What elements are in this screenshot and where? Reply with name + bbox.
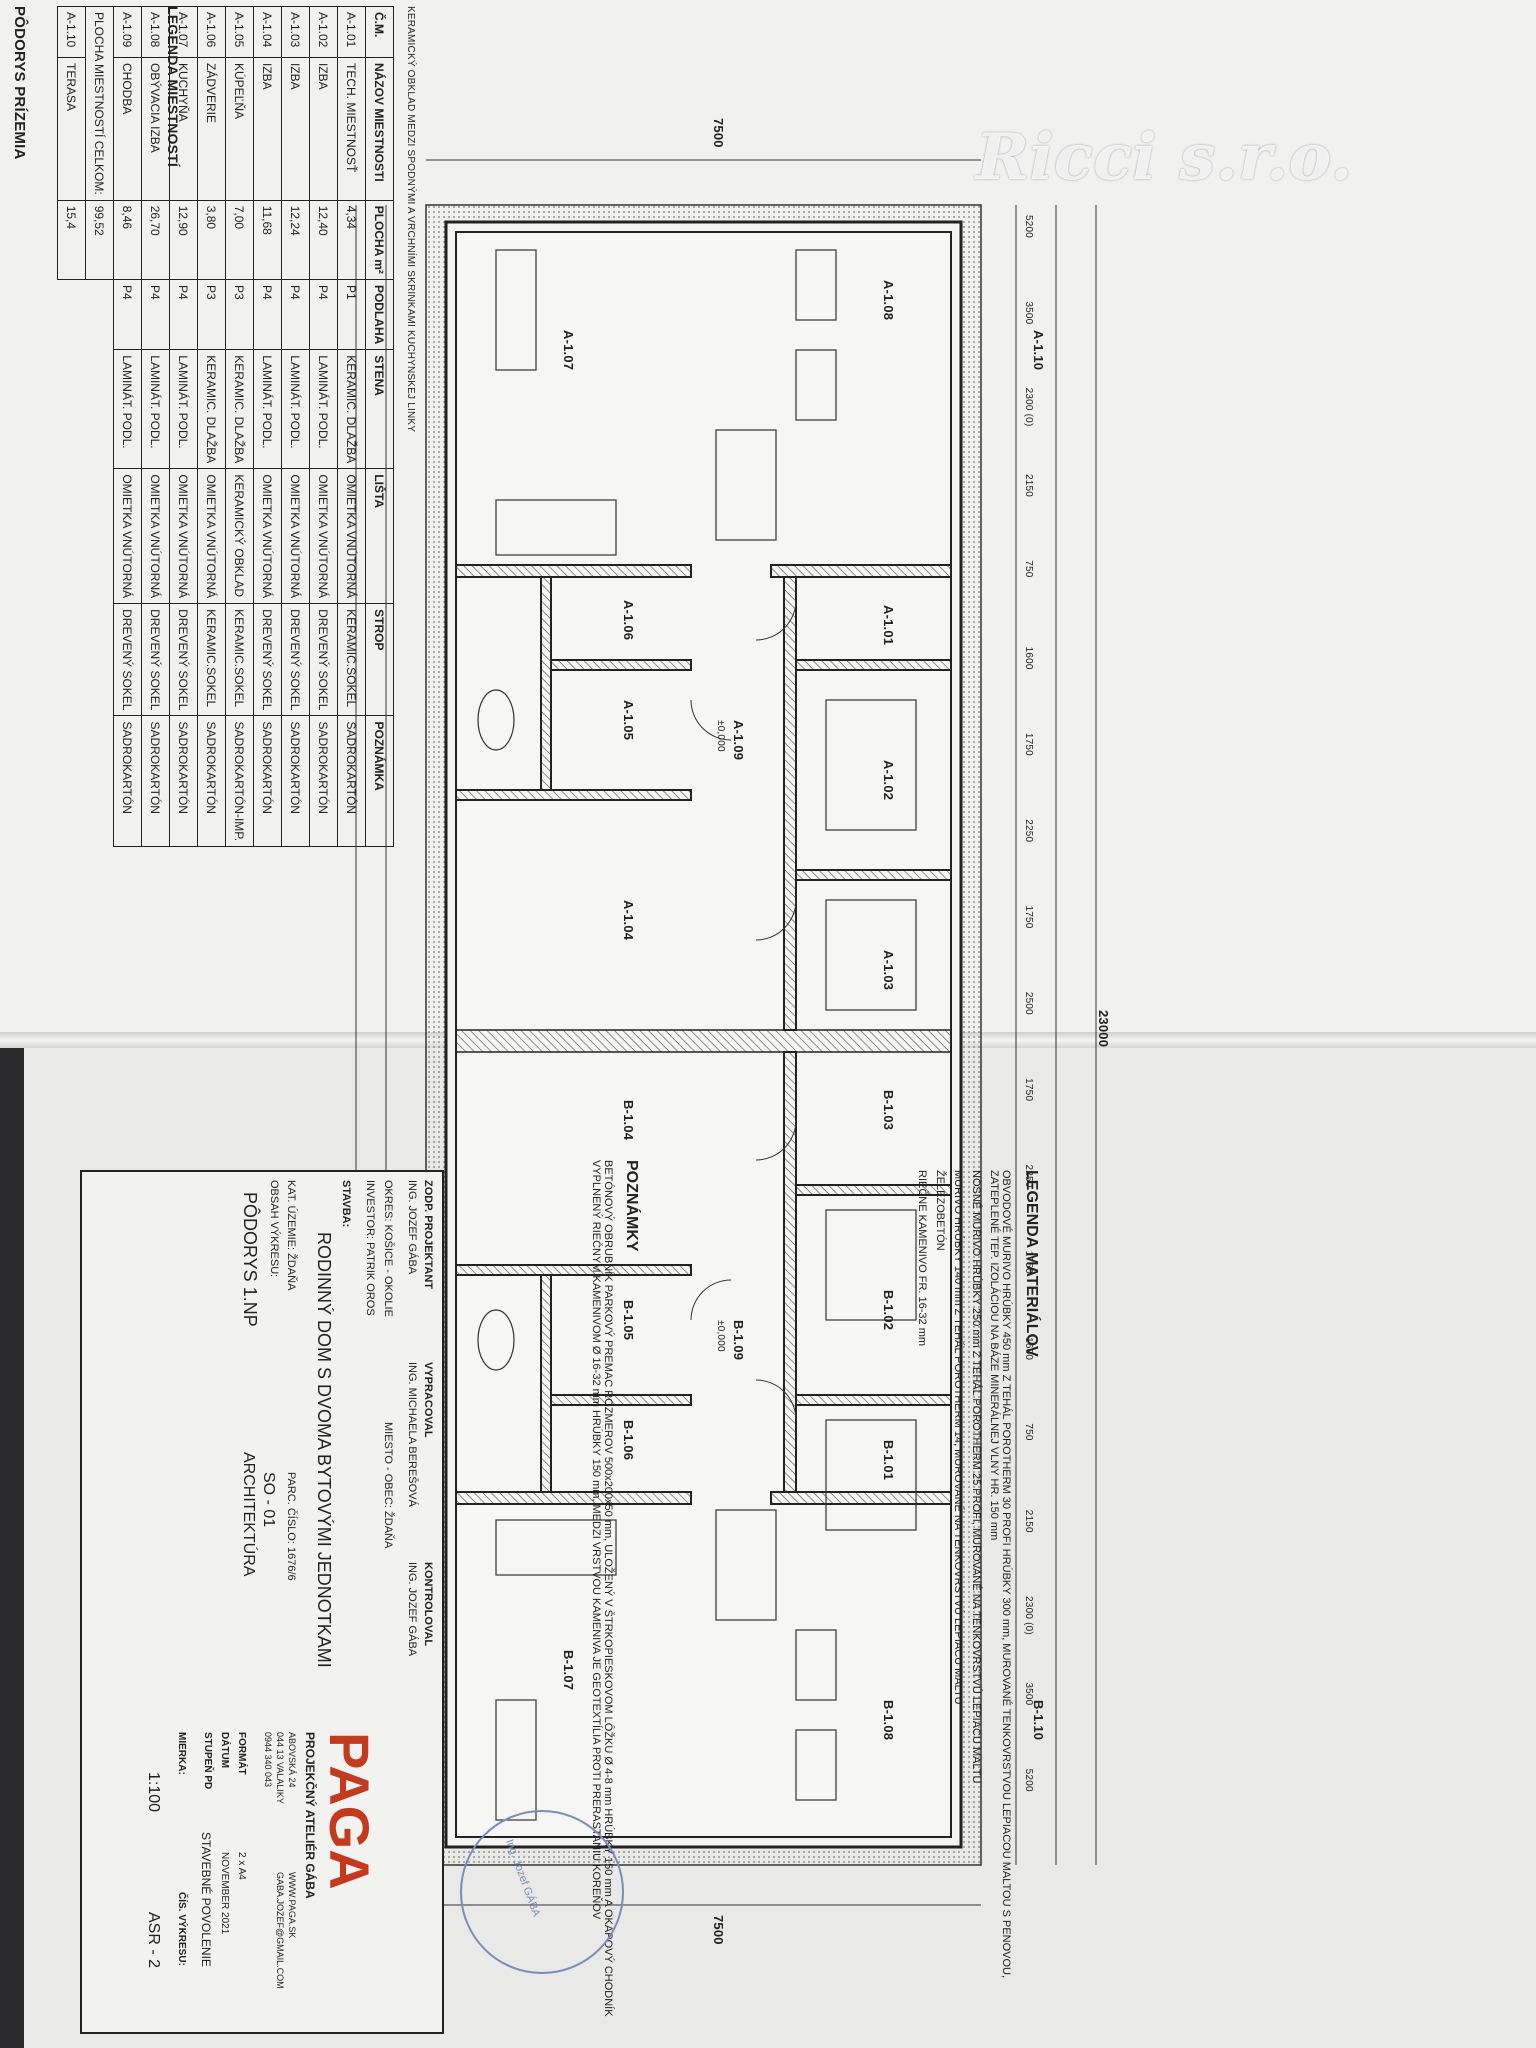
firm-city: 044 13 VALALIKY [275,1732,285,1804]
upozornenie-title: ZODP. PROJEKTANT [422,1180,434,1289]
materials-block: LEGENDA MATERIÁLOV OBVODOVÉ MURIVO HRÚBK… [880,1170,1040,2030]
firm-mail: GABA.JOZEF@GMAIL.COM [275,1872,285,1989]
stupen: STAVEBNÉ POVOLENIE [199,1832,213,1967]
signature-stamp: Ing. Jozef GÁBA [460,1810,624,1974]
door-arcs [690,599,797,1421]
material-3: MURIVO HRÚBKY 140 mm Z TEHÁL POROTHERM 1… [952,1170,964,1705]
dim-label: 2150 [1023,473,1034,497]
notes-bottom-wrap: KERAMICKÝ OBKLAD MEDZI SPODNÝMI A VRCHNÍ… [405,6,416,1006]
party-wall [455,1029,952,1053]
datum: NOVEMBER 2021 [219,1852,230,1935]
dimension-lines [355,159,1097,1906]
vypracoval: ING. MICHAELA BEREŠOVÁ [406,1362,418,1507]
firm-name: PROJEKČNÝ ATELIÉR GÁBA [303,1732,317,1899]
datum-label: DÁTUM [219,1732,230,1769]
dim-label: 2250 [1023,819,1034,843]
room-a-103: A-1.03 [881,950,896,991]
cis-label: ČÍS. VÝKRESU: [176,1892,187,1966]
level-a: ±0,000 [715,720,726,752]
stavba: RODINNÝ DOM S DVOMA BYTOVÝMI JEDNOTKAMI [314,1232,334,1668]
dim-label: 2500 [1023,991,1034,1015]
dim-label: 1750 [1023,732,1034,756]
room-a-107: A-1.07 [561,330,576,371]
dim-label: 750 [1023,560,1034,578]
dim-overall-width: 7500 [711,1915,726,1945]
room-a-108: A-1.08 [881,280,896,321]
stavba-label: STAVBA: [340,1180,352,1228]
dim-label: 2300 (0) [1023,387,1034,427]
dim-overall-length: 23000 [1096,1010,1111,1048]
materials-title: LEGENDA MATERIÁLOV [1023,1170,1040,1357]
so: SO - 01 [260,1472,277,1528]
dim-label: 1750 [1023,905,1034,929]
dim-label: 1600 [1023,646,1034,670]
stamp-text: Ing. Jozef GÁBA [503,1837,543,1919]
parc-cislo: PARC. ČÍSLO: 1676/6 [285,1472,297,1581]
room-b-103: B-1.03 [881,1090,896,1131]
dim-overall-width-left: 7500 [711,118,726,148]
cis: ASR - 2 [145,1912,162,1969]
room-a-101: A-1.01 [881,605,896,646]
firm-logo: PAGA [318,1732,381,1890]
obsah: PÔDORYS 1.NP [240,1192,260,1327]
mierka-label: MIERKA: [176,1732,187,1775]
title-block: ZODP. PROJEKTANT ING. JOZEF GÁBA VYPRACO… [80,1170,444,2034]
material-5: RIEČNE KAMENIVO FR. 16-32 mm [916,1170,928,1347]
room-a-105: A-1.05 [621,700,636,741]
investor: INVESTOR: PATRIK OROS [364,1180,376,1316]
mierka: 1:100 [145,1772,162,1813]
material-1: OBVODOVÉ MURIVO HRÚBKY 450 mm Z TEHÁL PO… [988,1170,1012,1979]
firm-web: WWW.PAGA.SK [287,1872,297,1939]
notes-title: POZNÁMKY [623,1160,640,1252]
vypracoval-label: VYPRACOVAL [422,1362,434,1438]
room-a-102: A-1.02 [881,760,896,801]
format-label: FORMÁT [236,1732,247,1775]
so-name: ARCHITEKTÚRA [240,1452,257,1577]
material-2: NOSNÉ MURIVO HRÚBKY 250 mm Z TEHÁL POROT… [970,1170,982,1784]
level-b: ±0,000 [715,1320,726,1352]
unit-b-walls [455,1051,952,1505]
kontroloval: ING. JOZEF GÁBA [406,1562,418,1657]
room-b-109: B-1.09 [731,1320,746,1361]
furniture [477,249,917,1821]
kontroloval-label: KONTROLOVAL [422,1562,434,1647]
room-a-106: A-1.06 [621,600,636,641]
room-a-110: A-1.10 [1031,330,1046,371]
dim-label: 5200 [1023,215,1034,239]
room-b-104: B-1.04 [621,1100,636,1141]
stupen-label: STUPEŇ PD [202,1732,213,1790]
zodp-projektant: ING. JOZEF GÁBA [406,1180,418,1275]
format: 2 x A4 [236,1852,247,1880]
material-4: ŽELEZOBETÓN [934,1170,946,1251]
firm-phone: 0944 340 043 [263,1732,273,1788]
room-a-104: A-1.04 [621,900,636,941]
dim-label: 1750 [1023,1078,1034,1102]
kat-uzemie: KAT. ÚZEMIE: ŽDAŇA [285,1180,297,1291]
miesto: MIESTO - OBEC: ŽDAŇA [382,1422,394,1549]
unit-a-walls [455,564,952,1031]
obsah-label: OBSAH VÝKRESU: [268,1180,280,1278]
note-line-1: KERAMICKÝ OBKLAD MEDZI SPODNÝMI A VRCHNÍ… [405,6,416,433]
okres: OKRES: KOŠICE - OKOLIE [382,1180,394,1317]
firm-addr: ABOVSKÁ 24 [287,1732,297,1788]
room-a-109: A-1.09 [731,720,746,761]
dim-label: 3500 [1023,301,1034,325]
